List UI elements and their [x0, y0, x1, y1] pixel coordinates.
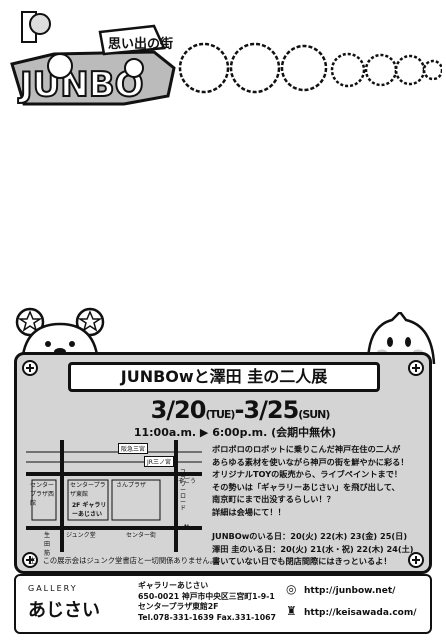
- end-dow: (SUN): [298, 408, 330, 421]
- disclaimer-note: 注：この展示会はジュンク堂書店と一切関係ありません。: [28, 556, 217, 565]
- desc-line: オリジナルTOYの販売から、ライブペイントまで！: [212, 469, 403, 479]
- start-dow: (TUE): [205, 408, 235, 421]
- address-line1: 650-0021 神戸市中央区三宮町1-9-1: [138, 591, 275, 601]
- gallery-en-logo: GALLERY: [28, 584, 78, 593]
- sogo-label: そごう: [178, 478, 197, 485]
- footer-box: [14, 574, 432, 634]
- north-indicator: N: [184, 524, 190, 531]
- center-gai-label: センター街: [126, 532, 157, 539]
- gallery-label: 2F ギャラリーあじさい: [72, 502, 107, 518]
- junbow-url-link[interactable]: http://junbow.net/: [304, 586, 396, 596]
- desc-line: あらゆる素材を使いながら神戸の街を鮮やかに彩る！: [212, 456, 409, 467]
- phone-fax: Tel.078-331-1639 Fax.331-1067: [138, 612, 276, 622]
- gallery-address: ギャラリーあじさい 650-0021 神戸市中央区三宮町1-9-1 センタープラ…: [138, 581, 276, 623]
- keisawada-url-link[interactable]: http://keisawada.com/: [304, 608, 417, 618]
- hankyu-label: 阪急三宮: [118, 443, 149, 454]
- end-date: 3/25: [243, 396, 299, 424]
- swirl-icon: ◎: [286, 582, 297, 596]
- desc-line: ボロボロのロボットに乗りこんだ神戸在住の二人が: [212, 444, 401, 454]
- desc-line: JUNBOwのいる日：20(火) 22(木) 23(金) 25(日): [212, 531, 408, 541]
- svg-text:JUNBO: JUNBO: [18, 65, 144, 105]
- desc-line: [212, 518, 428, 530]
- event-title: JUNBOwと澤田 圭の二人展: [68, 362, 380, 392]
- access-map: 阪急三宮 JR三ノ宮 センタープラザ西館 センタープラザ東館 2F ギャラリーあ…: [26, 440, 206, 557]
- character-icon: ♜: [286, 604, 297, 618]
- ikuta-road-label: 生田筋: [44, 532, 51, 557]
- sun-plaza-label: さんプラザ: [116, 482, 147, 489]
- desc-line: 詳細は会場にて！！: [212, 506, 286, 517]
- event-dates: 3/20(TUE)-3/25(SUN): [90, 396, 390, 424]
- desc-line: 南京町にまで出没するらしい！？: [212, 494, 335, 504]
- start-date: 3/20: [150, 396, 207, 424]
- center-plaza-west-label: センタープラザ西館: [30, 482, 55, 507]
- svg-text:思い出の街: 思い出の街: [108, 36, 173, 52]
- address-line2: センタープラザ東館2F: [138, 602, 219, 611]
- gallery-name: ギャラリーあじさい: [138, 581, 209, 590]
- center-plaza-east-label: センタープラザ東館: [70, 482, 106, 498]
- event-hours: 11:00a.m. ▶ 6:00p.m. (会期中無休): [133, 426, 337, 439]
- gear-decoration: [178, 42, 442, 94]
- event-description: ボロボロのロボットに乗りこんだ神戸在住の二人が あらゆる素材を使いながら神戸の街…: [212, 443, 428, 568]
- panel-screws: [22, 360, 424, 568]
- date-separator: -: [234, 396, 244, 424]
- junbo-logo: 思い出の街 JUNBO: [10, 11, 176, 106]
- desc-line: 澤田 圭のいる日：20(火) 21(水・祝) 22(木) 24(土): [212, 543, 414, 554]
- gallery-jp-logo: あじさい: [28, 600, 100, 621]
- junkudo-label: ジュンク堂: [66, 532, 96, 539]
- desc-line: 書いていない日でも閉店間際にはきっといるよ！: [212, 556, 392, 566]
- desc-line: その勢いは「ギャラリーあじさい」を飛び出して、: [212, 481, 400, 492]
- jr-label: JR三ノ宮: [144, 456, 174, 467]
- flower-road-label: フラワーロード: [180, 469, 187, 512]
